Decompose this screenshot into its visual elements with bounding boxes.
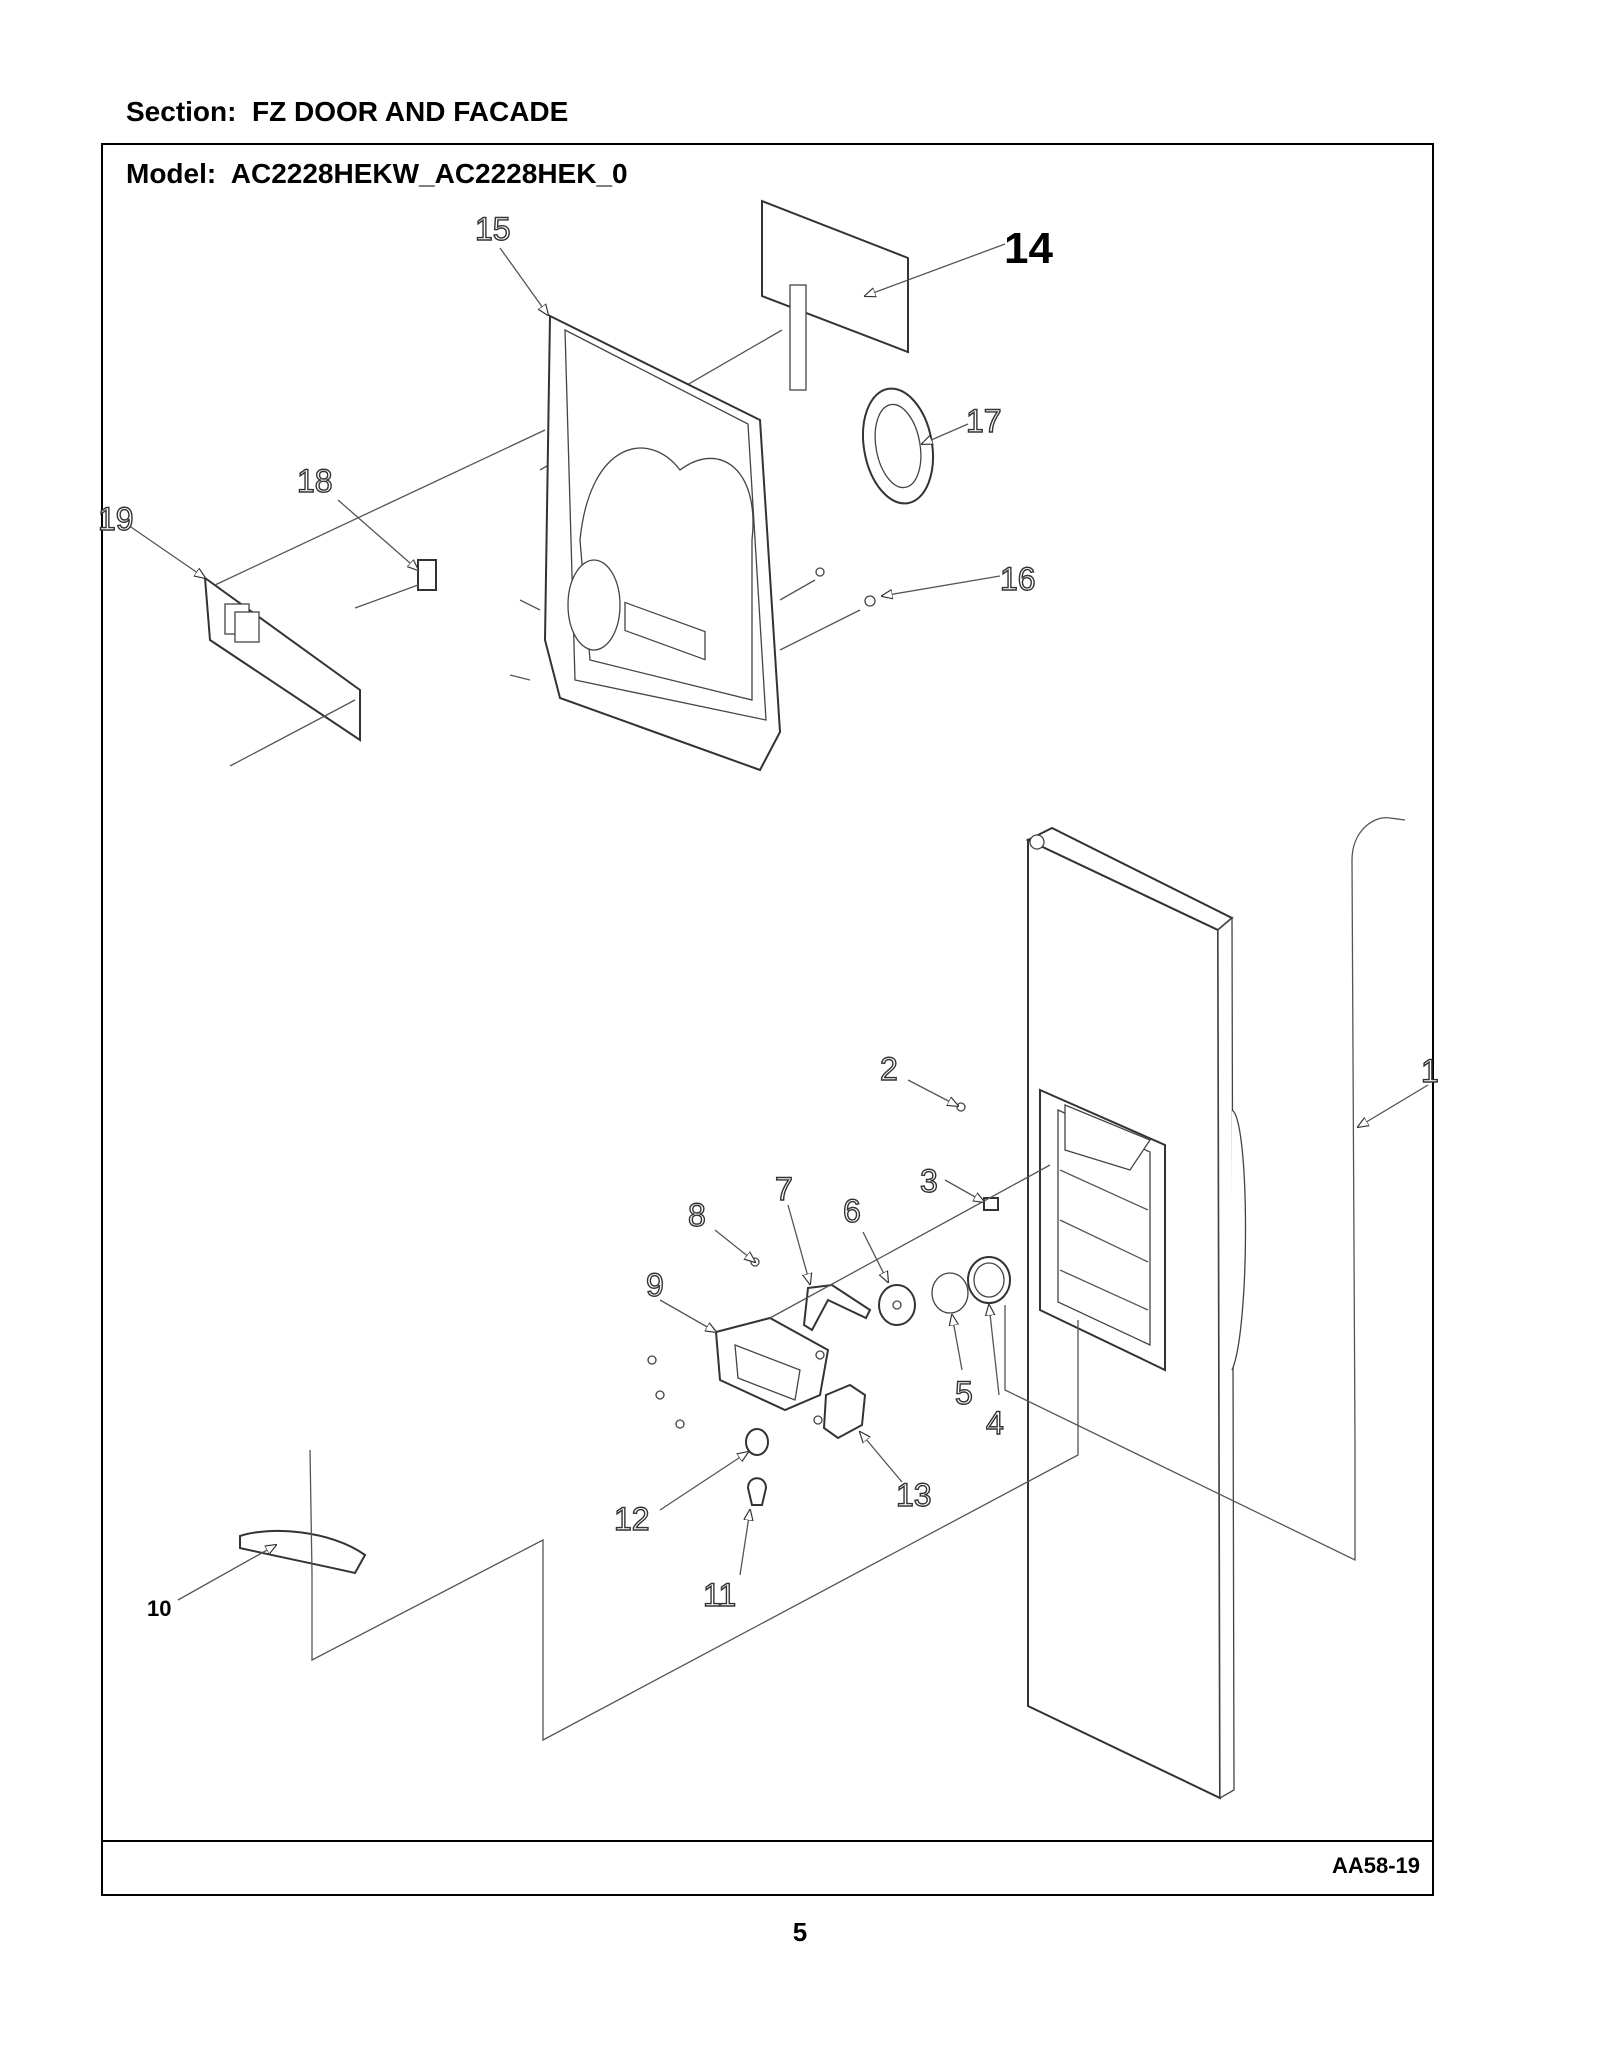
section-heading: Section: FZ DOOR AND FACADE: [126, 96, 568, 128]
callout-2: 2: [880, 1051, 898, 1087]
section-label: Section:: [126, 96, 237, 127]
part-9-bracket: [647, 1164, 1051, 1429]
section-name: FZ DOOR AND FACADE: [252, 96, 569, 127]
callout-19: 19: [98, 501, 134, 537]
parts-4-5-6-dispenser-rings: [878, 1256, 1011, 1326]
part-2-screw: [956, 1102, 966, 1112]
part-10-dispenser-cover: [239, 1320, 1079, 1742]
callout-18: 18: [297, 463, 333, 499]
callout-1: 1: [1421, 1053, 1439, 1089]
callout-17: 17: [966, 403, 1002, 439]
diagram-frame: [101, 143, 1434, 1896]
part-3-block: [983, 1197, 999, 1211]
callout-14: 14: [1004, 224, 1053, 273]
part-19-control-board: [203, 429, 546, 767]
part-16-screw: [815, 567, 876, 607]
callout-9: 9: [646, 1267, 664, 1303]
callout-4: 4: [986, 1405, 1004, 1441]
callout-16: 16: [1000, 561, 1036, 597]
footer-divider: [101, 1840, 1434, 1842]
water-tube: [1004, 817, 1406, 1562]
part-7-lever: [802, 1283, 872, 1332]
callout-6: 6: [843, 1193, 861, 1229]
part-15-dispenser-facade: [509, 314, 861, 772]
figure-code: AA58-19: [1331, 1853, 1420, 1878]
callout-12: 12: [614, 1501, 650, 1537]
callout-10: 10: [147, 1596, 171, 1621]
part-14-label-plate: [539, 199, 909, 471]
part-13-solenoid: [813, 1383, 867, 1440]
model-label: Model:: [126, 158, 217, 189]
callout-leaders: [127, 243, 1429, 1601]
callout-13: 13: [896, 1477, 932, 1513]
callout-7: 7: [775, 1171, 793, 1207]
parts-11-12-nozzle: [745, 1428, 769, 1506]
callout-5: 5: [955, 1375, 973, 1411]
part-18-switch: [354, 559, 437, 609]
callout-labels: 14 15 17 16 18 19 1 2 3 4 5 6 7 8 9 13 1…: [97, 210, 1439, 1621]
callout-15: 15: [475, 211, 511, 247]
page-number: 5: [792, 1917, 808, 1947]
callout-3: 3: [920, 1163, 938, 1199]
callout-8: 8: [688, 1197, 706, 1233]
model-heading: Model: AC2228HEKW_AC2228HEK_0: [126, 158, 628, 190]
callout-11: 11: [703, 1577, 736, 1613]
model-name: AC2228HEKW_AC2228HEK_0: [230, 158, 628, 189]
part-17-round-cover: [862, 387, 934, 505]
dispenser-housing: [1039, 1088, 1166, 1372]
